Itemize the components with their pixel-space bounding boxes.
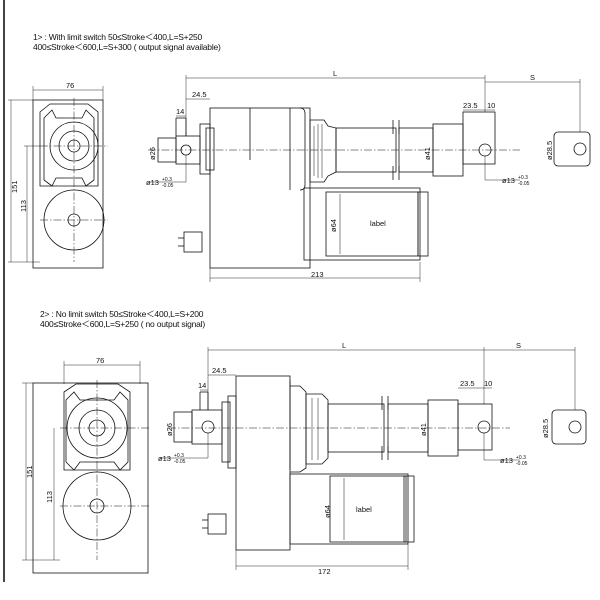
- bracket-notches: [65, 391, 129, 471]
- hole-tolerance-left: ø13: [158, 454, 171, 463]
- side-view-1: label ø64 213 L S 24.5 14 23.5 10 ø26 ø4…: [146, 69, 591, 282]
- dim-14: 14: [198, 381, 206, 390]
- rear-clevis: [173, 411, 193, 443]
- dim-total-213: 213: [311, 270, 324, 279]
- dim-height-113: 113: [19, 200, 28, 212]
- cable-gland: [183, 231, 203, 253]
- gear-housing: [235, 375, 291, 551]
- end-cap: [305, 393, 329, 465]
- svg-text:-0.05: -0.05: [174, 459, 186, 465]
- hole-tolerance-right: ø13: [502, 176, 515, 185]
- svg-text:+0.3: +0.3: [516, 455, 526, 461]
- rod-end-bracket: [63, 383, 131, 471]
- hole-tolerance-left: ø13: [146, 178, 159, 187]
- svg-text:-0.05: -0.05: [518, 181, 530, 187]
- hole-tolerance-right: ø13: [500, 456, 513, 465]
- motor: [289, 473, 409, 545]
- dim-24-5: 24.5: [192, 90, 207, 99]
- dim-dia-26: ø26: [148, 147, 157, 160]
- dim-S: S: [530, 73, 535, 82]
- end-view-2: 76 151 113: [22, 356, 150, 574]
- dim-width-76: 76: [66, 81, 74, 90]
- dim-10: 10: [487, 101, 495, 110]
- gear-housing: [209, 107, 311, 269]
- end-view-outline: [32, 382, 149, 574]
- svg-text:+0.3: +0.3: [518, 175, 528, 181]
- motor-label: label: [356, 505, 372, 514]
- dim-dia-64: ø64: [323, 505, 332, 518]
- dim-L: L: [342, 341, 346, 350]
- dim-14: 14: [176, 107, 184, 116]
- dim-23-5: 23.5: [460, 379, 475, 388]
- front-pin-hole: [477, 420, 491, 434]
- dim-height-151: 151: [10, 180, 19, 193]
- dim-dia-28-5: ø28.5: [545, 141, 554, 160]
- dim-dia-41: ø41: [423, 147, 432, 160]
- rod-end-bracket: [39, 103, 99, 187]
- flange-plate: [221, 401, 231, 463]
- svg-text:+0.3: +0.3: [174, 453, 184, 459]
- motor-label: label: [370, 219, 386, 228]
- svg-text:+0.3: +0.3: [162, 177, 172, 183]
- cable-gland: [207, 513, 227, 535]
- note-no-limit-switch-line1: 2> : No limit switch 50≤Stroke＜400,L=S+2…: [40, 309, 204, 319]
- note-limit-switch-line2: 400≤Stroke＜600,L=S+300 ( output signal a…: [33, 42, 221, 52]
- svg-text:-0.05: -0.05: [516, 461, 528, 467]
- outer-tube: [327, 403, 385, 453]
- note-limit-switch-line1: 1> : With limit switch 50≤Stroke＜400,L=S…: [33, 32, 203, 42]
- svg-text:-0.05: -0.05: [162, 183, 174, 189]
- dim-L: L: [333, 69, 337, 78]
- drawing-no-limit-switch: 76 151 113: [22, 341, 587, 576]
- front-rod-end: [457, 403, 493, 451]
- rear-pin-hole: [201, 420, 215, 434]
- flange-plate: [199, 123, 211, 175]
- note-no-limit-switch-line2: 400≤Stroke＜600,L=S+250 ( no output signa…: [40, 319, 205, 329]
- outer-tube: [335, 127, 397, 173]
- end-view-1: 76 151 113: [8, 81, 108, 269]
- dim-S: S: [516, 341, 521, 350]
- dim-dia-64: ø64: [329, 219, 338, 232]
- dim-24-5: 24.5: [212, 366, 227, 375]
- page-left-border: [3, 0, 5, 582]
- rod-end-detail: [551, 409, 587, 445]
- dim-23-5: 23.5: [463, 101, 478, 110]
- dim-height-151: 151: [25, 465, 34, 478]
- drawing-with-limit-switch: 76 151 113: [8, 69, 591, 282]
- dim-width-76: 76: [96, 356, 104, 365]
- side-view-2: label ø64 172 L S 24.5 14 23.5 10 ø26 ø4…: [158, 341, 587, 576]
- front-rod-end: [462, 111, 496, 165]
- motor: [303, 187, 421, 261]
- dim-dia-26: ø26: [165, 423, 174, 436]
- end-view-outline: [32, 99, 104, 269]
- dim-height-113: 113: [45, 491, 54, 503]
- dim-total-172: 172: [318, 567, 331, 576]
- bracket-notches: [43, 109, 95, 187]
- dim-dia-28-5: ø28.5: [541, 419, 550, 438]
- dim-dia-41: ø41: [419, 423, 428, 436]
- rear-clevis-block: [191, 409, 223, 445]
- dim-10: 10: [484, 379, 492, 388]
- rod-end-detail: [553, 131, 591, 167]
